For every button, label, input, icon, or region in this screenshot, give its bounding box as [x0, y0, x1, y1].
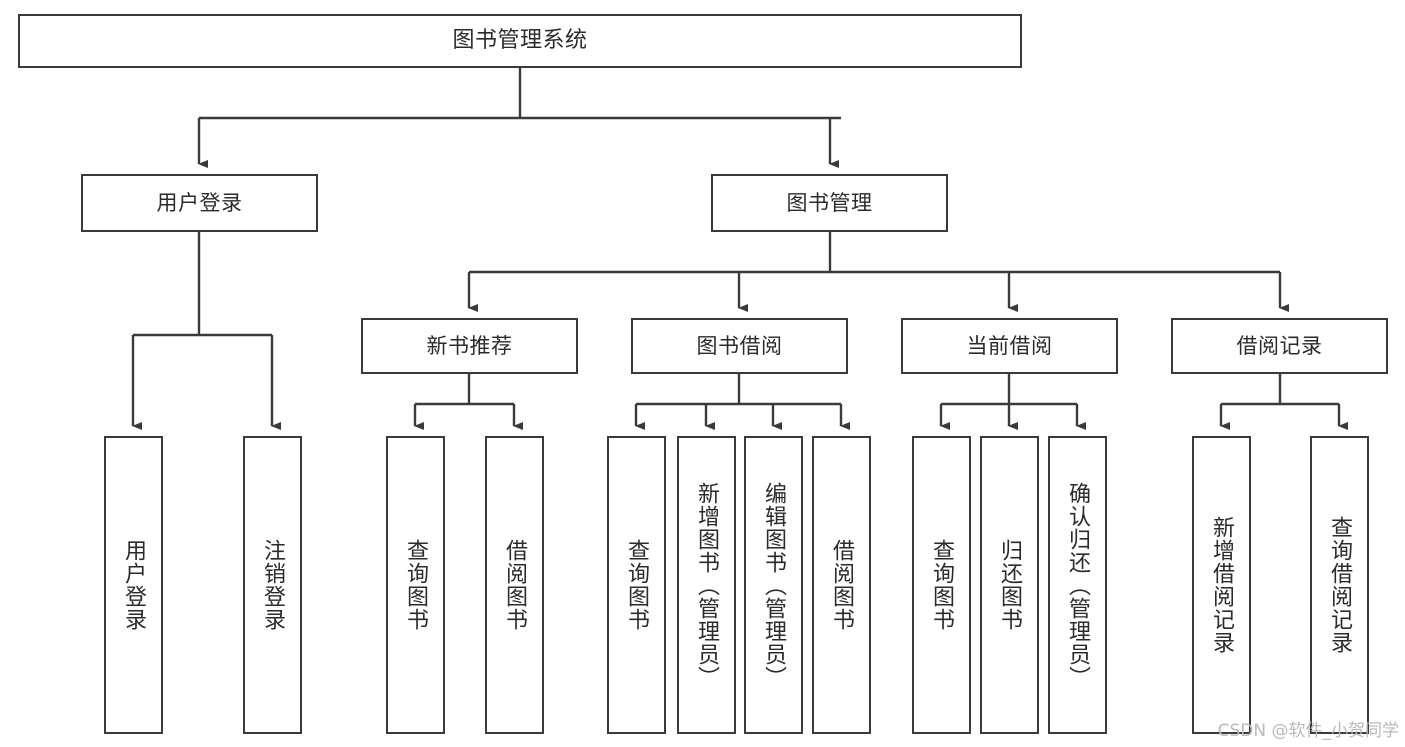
node-leaf-query-book-2[interactable]: 查询图书: [607, 436, 666, 734]
node-leaf-query-book-3-label: 查询图书: [929, 539, 955, 631]
node-leaf-confirm-return-label: 确认归还（管理员）: [1065, 481, 1091, 689]
node-leaf-user-logout-label: 注销登录: [260, 539, 286, 631]
node-leaf-query-book-2-label: 查询图书: [624, 539, 650, 631]
watermark-text: CSDN @软件_小贺同学: [1217, 721, 1399, 741]
node-user-login-label: 用户登录: [156, 190, 243, 215]
node-leaf-borrow-book-2-label: 借阅图书: [829, 539, 855, 631]
node-leaf-edit-book-label: 编辑图书（管理员）: [761, 481, 787, 689]
node-leaf-confirm-return[interactable]: 确认归还（管理员）: [1048, 436, 1107, 734]
node-leaf-borrow-book-1[interactable]: 借阅图书: [485, 436, 544, 734]
node-leaf-borrow-book-2[interactable]: 借阅图书: [812, 436, 871, 734]
node-new-book-recommend-label: 新书推荐: [426, 333, 513, 358]
node-book-management-label: 图书管理: [786, 190, 873, 215]
node-root-label: 图书管理系统: [452, 28, 588, 54]
node-new-book-recommend[interactable]: 新书推荐: [361, 318, 578, 374]
node-leaf-return-book-label: 归还图书: [997, 539, 1023, 631]
node-book-borrow-label: 图书借阅: [696, 333, 783, 358]
node-borrow-record-label: 借阅记录: [1236, 333, 1323, 358]
node-leaf-query-record-label: 查询借阅记录: [1327, 516, 1353, 654]
node-leaf-edit-book[interactable]: 编辑图书（管理员）: [744, 436, 803, 734]
node-book-borrow[interactable]: 图书借阅: [631, 318, 848, 374]
node-leaf-query-book-1-label: 查询图书: [403, 539, 429, 631]
node-leaf-user-login[interactable]: 用户登录: [104, 436, 163, 734]
node-leaf-query-book-1[interactable]: 查询图书: [386, 436, 445, 734]
node-user-login[interactable]: 用户登录: [81, 174, 318, 232]
node-leaf-user-logout[interactable]: 注销登录: [243, 436, 302, 734]
node-leaf-add-record-label: 新增借阅记录: [1209, 516, 1235, 654]
node-leaf-return-book[interactable]: 归还图书: [980, 436, 1039, 734]
node-leaf-borrow-book-1-label: 借阅图书: [502, 539, 528, 631]
node-leaf-query-record[interactable]: 查询借阅记录: [1310, 436, 1369, 734]
node-leaf-add-book[interactable]: 新增图书（管理员）: [677, 436, 736, 734]
node-borrow-record[interactable]: 借阅记录: [1171, 318, 1388, 374]
node-current-borrow-label: 当前借阅: [966, 333, 1053, 358]
node-book-management[interactable]: 图书管理: [711, 174, 948, 232]
node-leaf-user-login-label: 用户登录: [121, 539, 147, 631]
node-leaf-query-book-3[interactable]: 查询图书: [912, 436, 971, 734]
node-leaf-add-record[interactable]: 新增借阅记录: [1192, 436, 1251, 734]
node-root[interactable]: 图书管理系统: [18, 14, 1022, 68]
node-leaf-add-book-label: 新增图书（管理员）: [694, 481, 720, 689]
node-current-borrow[interactable]: 当前借阅: [901, 318, 1118, 374]
